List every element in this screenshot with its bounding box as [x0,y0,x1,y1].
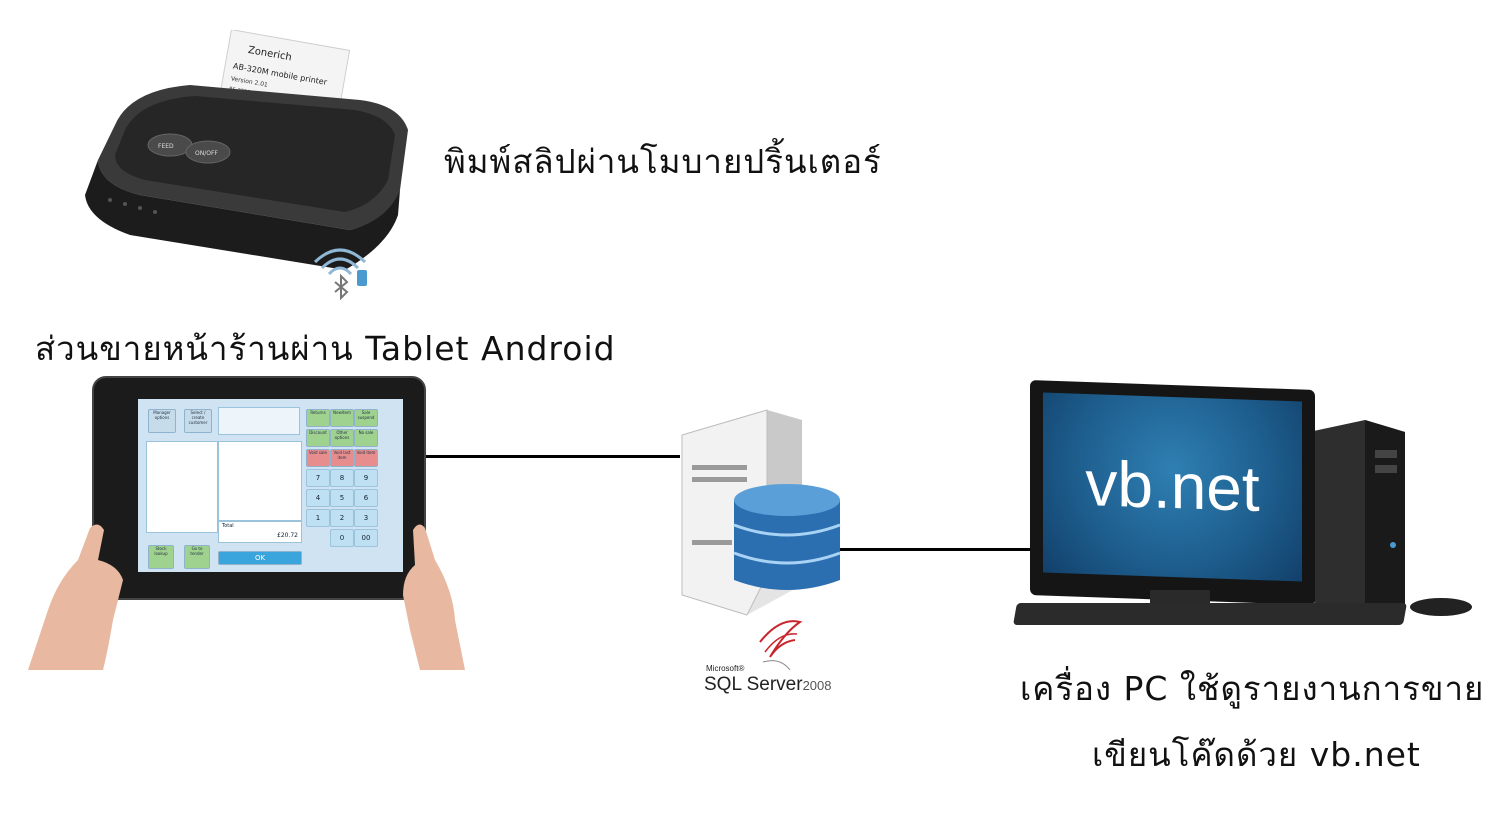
monitor-screen: vb.net [1043,392,1302,582]
no-sale-button[interactable]: No sale [354,429,378,447]
key-5[interactable]: 5 [330,489,354,507]
mobile-printer: Zonerich AB-320M mobile printer Version … [70,29,420,280]
key-6[interactable]: 6 [354,489,378,507]
void-last-item-button[interactable]: Void last item [330,449,354,467]
key-9[interactable]: 9 [354,469,378,487]
printer-feed-label: FEED [158,143,174,150]
printer-power-label: ON/OFF [195,150,218,157]
ok-button[interactable]: OK [218,551,302,565]
pc-caption-line1: เครื่อง PC ใช้ดูรายงานการขาย [1020,669,1485,708]
key-4[interactable]: 4 [306,489,330,507]
key-0[interactable]: 0 [330,529,354,547]
sql-version: 2008 [802,678,832,693]
server-pc-link [840,548,1038,551]
keyboard [1013,603,1407,625]
total-value: £20.72 [277,532,298,539]
monitor-screen-text: vb.net [1085,446,1260,526]
manager-options-button[interactable]: Manager options [148,409,176,433]
stock-lookup-button[interactable]: Stock lookup [148,545,174,569]
pc-caption-line2: เขียนโค๊ดด้วย vb.net [1092,735,1421,774]
sql-product-name: SQL Server [704,674,803,695]
void-sale-button[interactable]: Void sale [306,449,330,467]
key-00[interactable]: 00 [354,529,378,547]
bluetooth-icon [305,240,375,301]
sql-server-logo-icon [755,612,805,671]
newitem-button[interactable]: Newitem [330,409,354,427]
tablet-caption: ส่วนขายหน้าร้านผ่าน Tablet Android [35,329,616,368]
customer-info-panel [218,407,300,435]
sale-suspend-button[interactable]: Sale suspend [354,409,378,427]
other-options-button[interactable]: Other options [330,429,354,447]
key-3[interactable]: 3 [354,509,378,527]
key-1[interactable]: 1 [306,509,330,527]
stock-list [146,441,218,533]
discount-button[interactable]: Discount [306,429,330,447]
tablet-pos-screen: Manager options Select / create customer… [138,399,403,572]
sql-product: SQL Server2008 [704,674,831,696]
void-item-button[interactable]: Void item [354,449,378,467]
basket-list [218,441,302,521]
total-label: Total [222,523,234,529]
sql-vendor: Microsoft® [706,664,745,673]
pc-tower [1295,420,1410,610]
go-to-tender-button[interactable]: Go to tender [184,545,210,569]
returns-button[interactable]: Returns [306,409,330,427]
key-7[interactable]: 7 [306,469,330,487]
mouse [1410,598,1472,616]
tablet-server-link [422,455,680,458]
total-panel: Total £20.72 [218,521,302,543]
select-customer-button[interactable]: Select / create customer [184,409,212,433]
key-2[interactable]: 2 [330,509,354,527]
right-hand [395,520,475,670]
key-8[interactable]: 8 [330,469,354,487]
database-server [672,405,847,620]
printer-caption: พิมพ์สลิปผ่านโมบายปริ้นเตอร์ [444,142,882,181]
left-hand [28,520,138,670]
